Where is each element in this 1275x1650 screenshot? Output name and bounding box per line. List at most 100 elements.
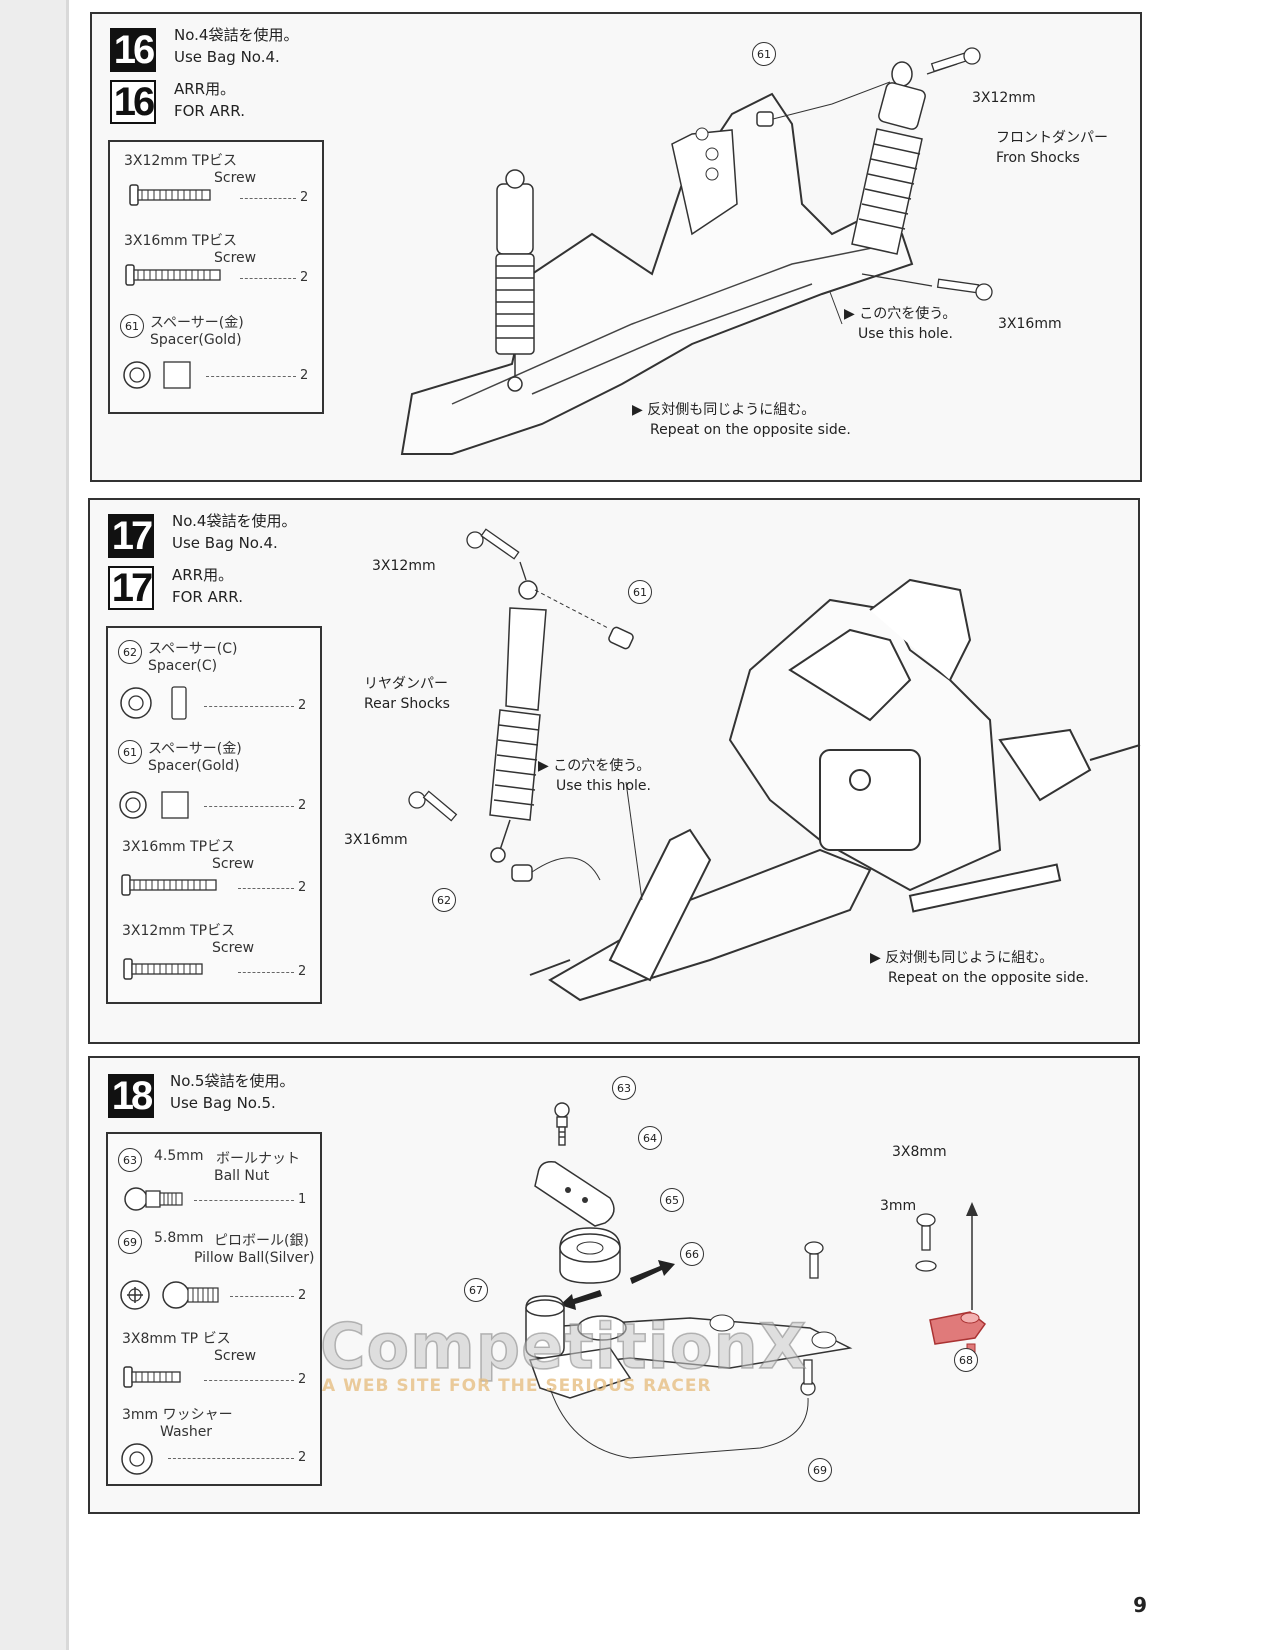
note-jp: この穴を使う。 xyxy=(859,306,957,322)
variant-en: FOR ARR. xyxy=(174,102,245,120)
bag-label-jp: No.4袋詰を使用。 xyxy=(172,512,297,530)
washer-size-label: 3mm xyxy=(880,1198,917,1214)
part-callout-61: 61 xyxy=(752,42,776,66)
part-callout-65: 65 xyxy=(660,1188,684,1212)
screw-size-label: 3X8mm xyxy=(892,1144,947,1160)
triangle-bullet-icon: ▶ xyxy=(844,306,860,322)
part-qty: 2 xyxy=(298,1288,307,1303)
part-name-en: Screw xyxy=(214,1348,257,1364)
part-callout-61: 61 xyxy=(628,580,652,604)
part-qty: 2 xyxy=(298,698,307,713)
part-name-jp: 3X16mm TPビス xyxy=(122,839,236,855)
qty-leader xyxy=(204,1380,294,1381)
note-en: Repeat on the opposite side. xyxy=(650,422,851,438)
qty-leader xyxy=(240,278,296,279)
step-17-arr-badge: 17 xyxy=(108,566,154,610)
screw-icon xyxy=(123,958,203,980)
triangle-bullet-icon: ▶ xyxy=(538,758,554,774)
step-17-parts-list: 62 スペーサー(C) Spacer(C) 2 61 スペーサー(金) Spac… xyxy=(106,626,322,1004)
step-16-arr-badge: 16 xyxy=(110,80,156,124)
part-ref-callout: 63 xyxy=(118,1148,142,1172)
part-name-en: Spacer(Gold) xyxy=(150,332,242,348)
step-16-panel: 16 16 No.4袋詰を使用。 Use Bag No.4. ARR用。 FOR… xyxy=(90,12,1142,482)
part-name-jp: ボールナット xyxy=(216,1151,300,1167)
part-callout-63: 63 xyxy=(612,1076,636,1100)
part-name-en: Screw xyxy=(212,940,255,956)
screw-icon xyxy=(121,874,217,896)
part-name-jp: 3X12mm TPビス xyxy=(122,923,236,939)
bag-label-en: Use Bag No.4. xyxy=(174,48,280,66)
part-callout-66: 66 xyxy=(680,1242,704,1266)
part-qty: 2 xyxy=(298,798,307,813)
screw-size-label: 3X16mm xyxy=(998,316,1062,332)
screw-size-label: 3X12mm xyxy=(372,558,436,574)
spacer-icon xyxy=(123,361,191,389)
part-name-jp: 3X12mm TPビス xyxy=(124,153,238,169)
part-name-jp: ピロボール(銀) xyxy=(214,1233,309,1249)
scan-fold xyxy=(66,0,69,1650)
qty-leader xyxy=(204,706,294,707)
hole-note: ▶ この穴を使う。 Use this hole. xyxy=(538,756,651,796)
steering-assembly-illustration xyxy=(525,1102,987,1459)
part-name-en: Washer xyxy=(160,1424,213,1440)
part-name-en: Screw xyxy=(214,170,257,186)
step-16-badge: 16 xyxy=(110,28,156,72)
qty-leader xyxy=(238,972,294,973)
part-qty: 2 xyxy=(300,190,309,205)
part-ref-callout: 69 xyxy=(118,1230,142,1254)
part-name-en: Pillow Ball(Silver) xyxy=(194,1250,315,1266)
variant-jp: ARR用。 xyxy=(172,566,234,584)
qty-leader xyxy=(230,1296,294,1297)
step-17-header: No.4袋詰を使用。 Use Bag No.4. xyxy=(172,510,296,554)
part-size: 5.8mm xyxy=(154,1230,204,1246)
part-callout-62: 62 xyxy=(432,888,456,912)
part-qty: 2 xyxy=(300,368,309,383)
screw-icon xyxy=(129,184,211,206)
shock-label-jp: リヤダンパー xyxy=(364,676,448,692)
watermark-tagline: A WEB SITE FOR THE SERIOUS RACER xyxy=(322,1376,712,1396)
page-number: 9 xyxy=(1133,1593,1147,1617)
part-qty: 2 xyxy=(298,880,307,895)
part-name-en: Spacer(C) xyxy=(148,658,218,674)
part-name-en: Spacer(Gold) xyxy=(148,758,240,774)
part-name-en: Screw xyxy=(214,250,257,266)
part-callout-69: 69 xyxy=(808,1458,832,1482)
screw-size-label: 3X12mm xyxy=(972,90,1036,106)
washer-icon xyxy=(121,1443,153,1475)
note-jp: 反対側も同じように組む。 xyxy=(647,402,816,418)
spacer-icon xyxy=(120,686,187,720)
triangle-bullet-icon: ▶ xyxy=(870,950,886,966)
part-callout-64: 64 xyxy=(638,1126,662,1150)
bag-label-en: Use Bag No.5. xyxy=(170,1094,276,1112)
part-callout-68: 68 xyxy=(954,1348,978,1372)
part-callout-67: 67 xyxy=(464,1278,488,1302)
watermark-logo: CompetitionX xyxy=(319,1309,808,1384)
screw-icon xyxy=(125,264,221,286)
pillow-ball-icon xyxy=(120,1280,219,1310)
shock-label-en: Rear Shocks xyxy=(364,696,450,712)
part-name-en: Ball Nut xyxy=(214,1168,270,1184)
part-ref-callout: 61 xyxy=(120,314,144,338)
scan-margin xyxy=(0,0,66,1650)
note-en: Use this hole. xyxy=(556,778,651,794)
qty-leader xyxy=(194,1200,294,1201)
part-qty: 1 xyxy=(298,1192,307,1207)
repeat-note: ▶ 反対側も同じように組む。 Repeat on the opposite si… xyxy=(632,400,851,440)
part-name-jp: スペーサー(金) xyxy=(148,741,242,757)
part-name-en: Screw xyxy=(212,856,255,872)
part-ref-callout: 61 xyxy=(118,740,142,764)
variant-en: FOR ARR. xyxy=(172,588,243,606)
part-qty: 2 xyxy=(300,270,309,285)
step-18-badge: 18 xyxy=(108,1074,154,1118)
front-shock-assembly-illustration xyxy=(400,47,993,455)
part-name-jp: 3X16mm TPビス xyxy=(124,233,238,249)
step-16-header: No.4袋詰を使用。 Use Bag No.4. xyxy=(174,24,298,68)
shock-label-jp: フロントダンパー xyxy=(996,130,1108,146)
screw-icon xyxy=(123,1366,181,1388)
rear-shock-assembly-illustration xyxy=(408,528,1141,1002)
qty-leader xyxy=(240,198,296,199)
screw-size-label: 3X16mm xyxy=(344,832,408,848)
note-jp: この穴を使う。 xyxy=(553,758,651,774)
qty-leader xyxy=(204,806,294,807)
bag-label-en: Use Bag No.4. xyxy=(172,534,278,552)
